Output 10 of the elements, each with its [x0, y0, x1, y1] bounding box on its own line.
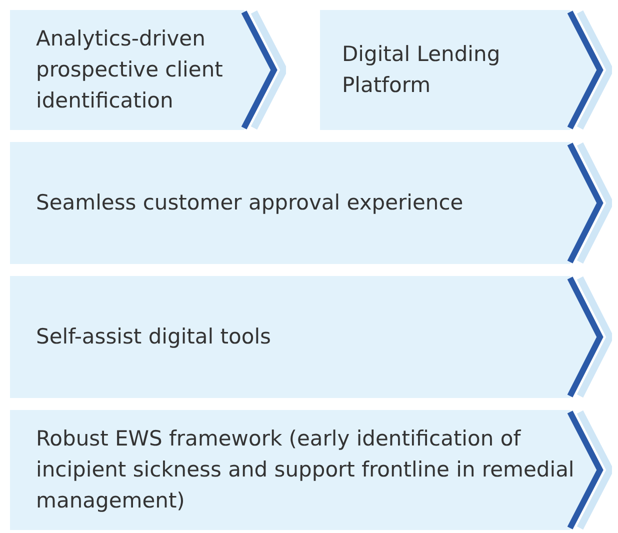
chevron-banner: [10, 142, 612, 264]
chevron-banner: [320, 10, 612, 130]
banner-text: Self-assist digital tools: [36, 324, 272, 350]
banner-text: Robust EWS framework (early identification of incipient sickness and support frontline in remedial management): [36, 426, 576, 514]
chevron-banner: [10, 10, 286, 130]
banner-text: Digital Lending Platform: [342, 41, 502, 99]
chevron-banner: [10, 410, 612, 530]
banner-text: Analytics-driven prospective client identification: [36, 26, 224, 114]
chevron-banner: [10, 276, 612, 398]
banner-text: Seamless customer approval experience: [36, 190, 464, 216]
